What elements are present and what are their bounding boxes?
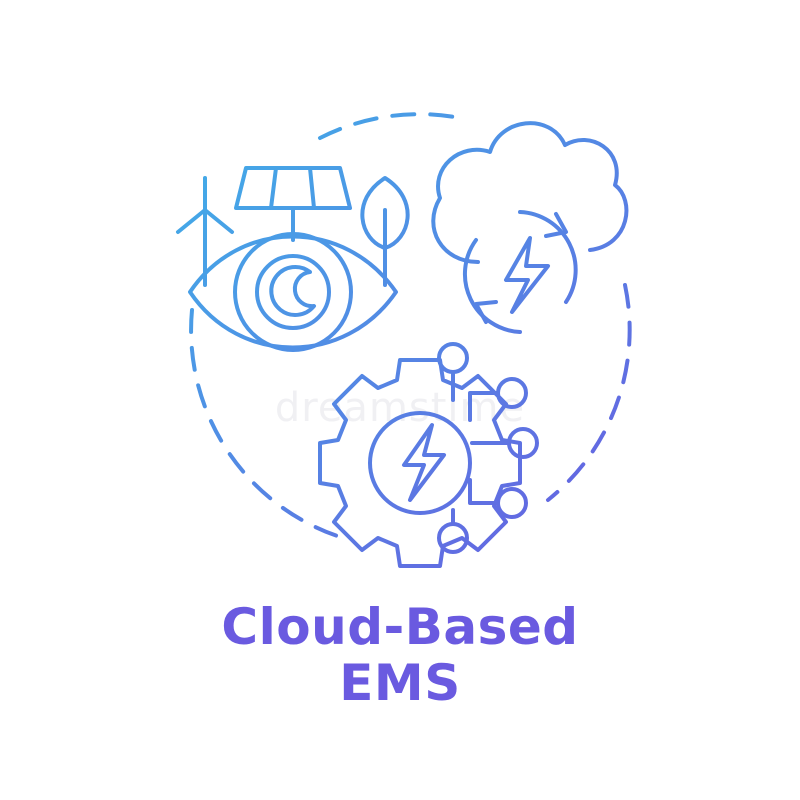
gear-icon [318,358,522,568]
wind-turbine-icon [176,176,234,287]
eye-icon [188,232,398,352]
refresh-arrows-icon [462,210,578,334]
tree-icon [360,176,410,287]
solar-panel-icon [234,166,352,242]
title-line-2: EMS [339,654,461,712]
lightning-icon [504,236,550,314]
dashed-circle [189,112,632,542]
title-line-1: Cloud-Based [221,598,579,656]
network-nodes-icon [437,342,539,554]
cloud-icon [431,121,629,264]
